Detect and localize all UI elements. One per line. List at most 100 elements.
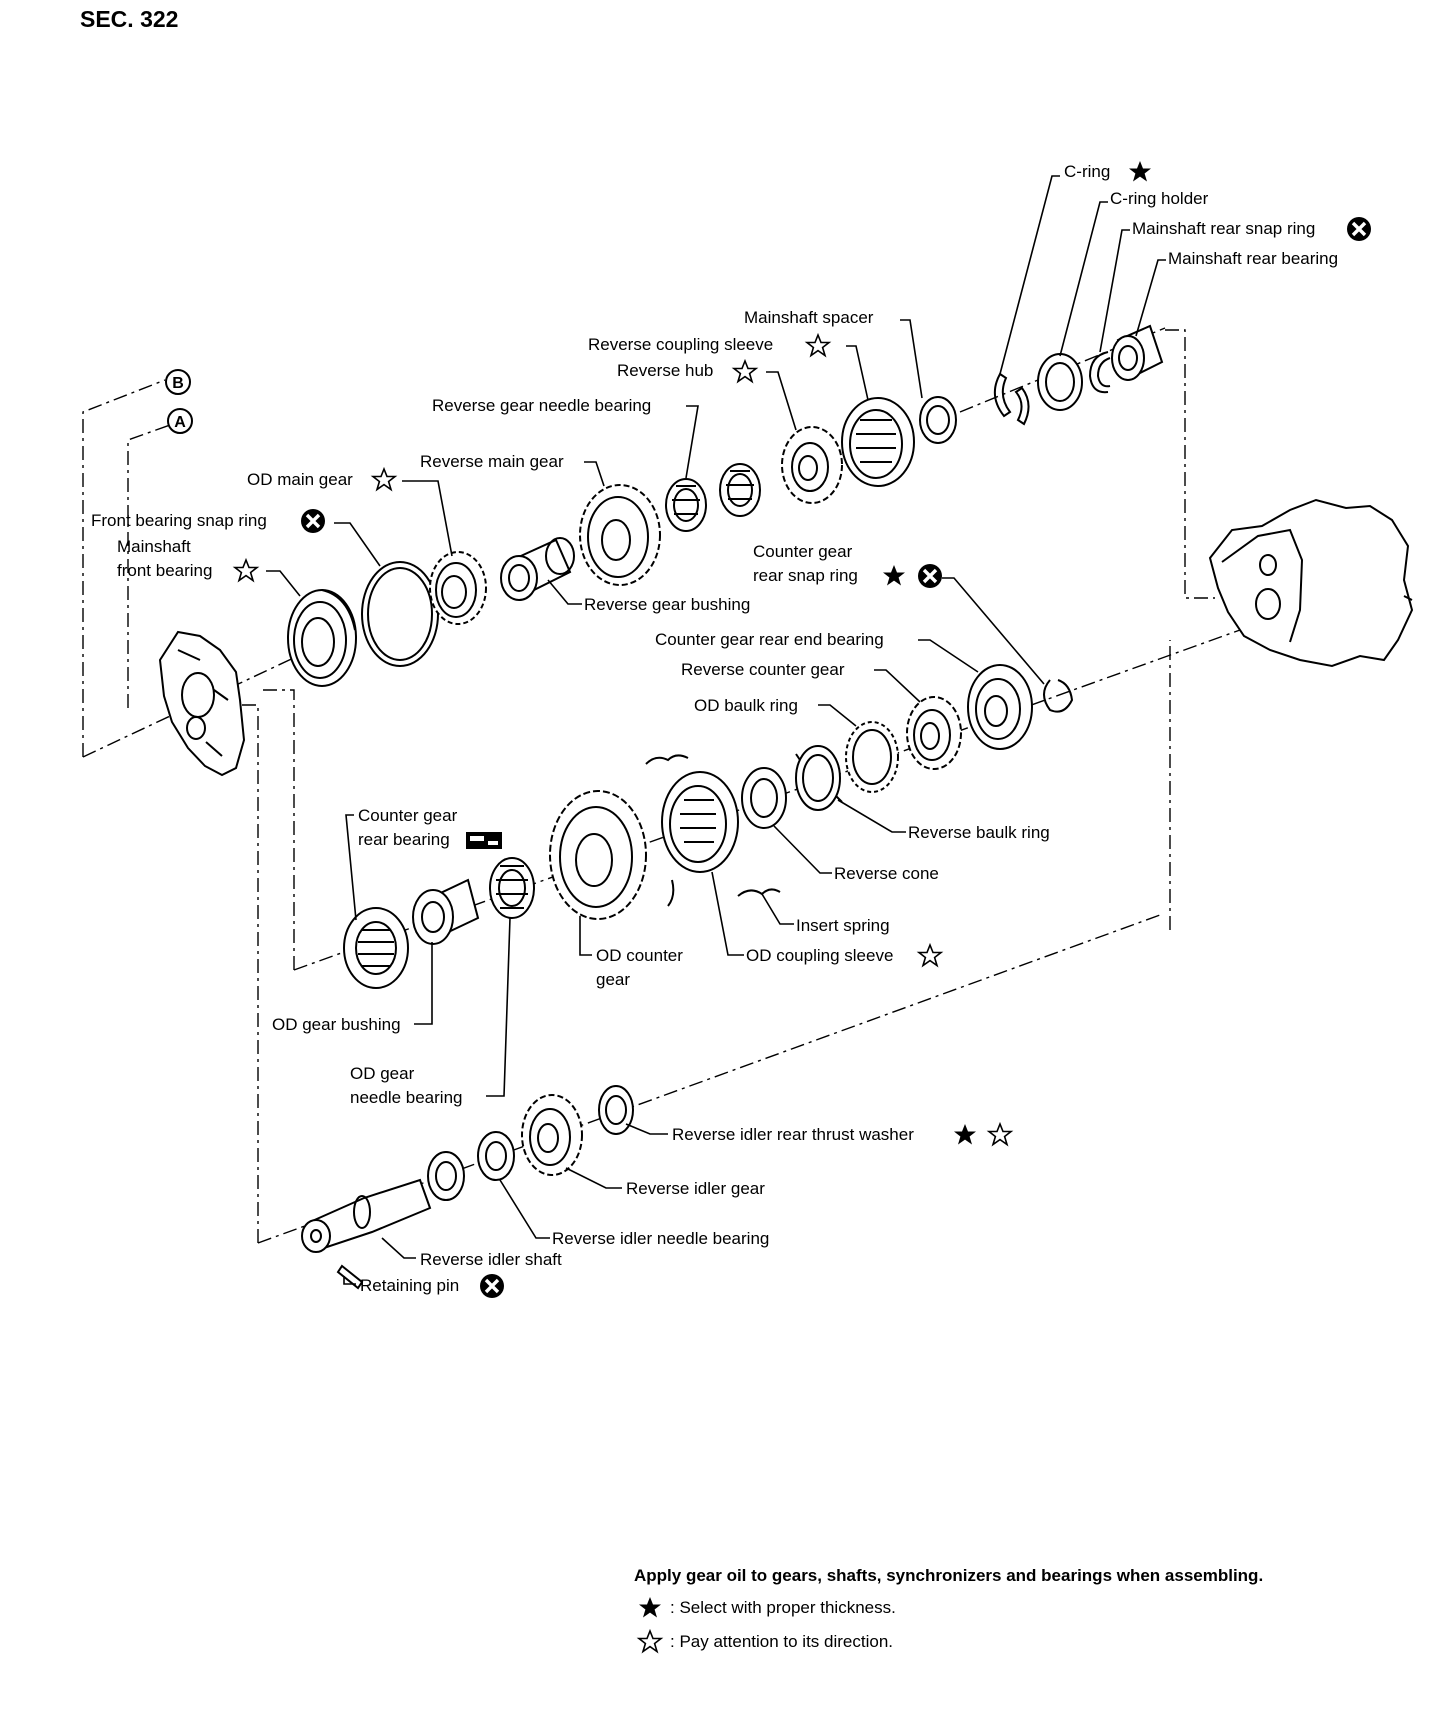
leader-retaining-pin: [343, 1276, 356, 1285]
label-od-coupling-sleeve: OD coupling sleeve: [746, 946, 894, 965]
counter-gear-rear-bearing: [343, 907, 409, 989]
leader-counter-snap: [942, 577, 1045, 685]
reverse-idler-needle-bearings: [427, 1131, 515, 1201]
label-reverse-idler-needle-bearing: Reverse idler needle bearing: [552, 1229, 770, 1248]
label-mainshaft-rear-bearing: Mainshaft rear bearing: [1168, 249, 1339, 268]
label-reverse-main-gear: Reverse main gear: [420, 452, 564, 471]
leader-c-ring: [999, 175, 1060, 375]
leader-idler-gear: [565, 1167, 622, 1189]
label-reverse-coupling-sleeve: Reverse coupling sleeve: [588, 335, 774, 354]
leader-idler-needle: [499, 1179, 550, 1239]
mainshaft-rear-snap-ring: [1088, 351, 1111, 394]
label-counter-gear-rear-snap-ring-1: Counter gear: [753, 542, 853, 561]
label-insert-spring: Insert spring: [796, 916, 890, 935]
leader-c-ring-holder: [1059, 201, 1108, 357]
label-counter-gear-rear-bearing-2: rear bearing: [358, 830, 450, 849]
section-number: SEC. 322: [80, 6, 179, 32]
reverse-cone: [741, 767, 787, 829]
reverse-counter-gear: [906, 696, 962, 770]
housing-axis-1: [1165, 329, 1215, 599]
label-counter-gear-rear-bearing-1: Counter gear: [358, 806, 458, 825]
c-ring-holder: [1037, 353, 1083, 411]
od-coupling-sleeve: [661, 771, 739, 873]
circle-ref-b-text: B: [172, 375, 184, 392]
circle-ref-a-text: A: [174, 414, 186, 431]
mainshaft-rear-bearing: [1111, 324, 1164, 381]
counter-gear-rear-end-bearing: [967, 664, 1033, 750]
label-reverse-counter-gear: Reverse counter gear: [681, 660, 845, 679]
label-od-gear-needle-bearing-2: needle bearing: [350, 1088, 463, 1107]
leader-od-bushing: [414, 942, 433, 1025]
label-reverse-idler-rear-thrust-washer: Reverse idler rear thrust washer: [672, 1125, 914, 1144]
reverse-idler-gear: [521, 1094, 583, 1176]
leader-od-baulk: [818, 704, 857, 727]
note-gear-oil: Apply gear oil to gears, shafts, synchro…: [634, 1566, 1264, 1585]
leader-front-bearing: [266, 570, 301, 597]
leader-snap-ring: [1099, 229, 1130, 353]
label-reverse-baulk-ring: Reverse baulk ring: [908, 823, 1050, 842]
leader-rev-counter: [874, 669, 921, 703]
od-gear-bushing: [412, 878, 480, 945]
label-od-gear-bushing: OD gear bushing: [272, 1015, 401, 1034]
leader-sleeve: [846, 345, 869, 401]
mainshaft-front-bearing: [287, 589, 357, 687]
label-mainshaft-rear-snap-ring: Mainshaft rear snap ring: [1132, 219, 1316, 238]
od-baulk-ring: [845, 721, 899, 793]
label-c-ring-holder: C-ring holder: [1110, 189, 1209, 208]
idler-axis: [257, 914, 1161, 1244]
label-reverse-idler-shaft: Reverse idler shaft: [420, 1250, 562, 1269]
label-c-ring: C-ring: [1064, 162, 1111, 181]
reverse-idler-shaft: [301, 1178, 432, 1253]
reverse-hub: [781, 426, 843, 504]
od-gear-needle-bearing: [489, 857, 535, 919]
reverse-main-gear: [579, 484, 661, 586]
c-ring-parts: [993, 372, 1030, 426]
leader-lines: [266, 175, 1166, 1285]
leader-bushing: [547, 579, 582, 605]
label-mainshaft: Mainshaft: [117, 537, 191, 556]
label-front-bearing-snap-ring: Front bearing snap ring: [91, 511, 267, 530]
reverse-gear-bushing: [500, 537, 575, 601]
note-filled-star: : Select with proper thickness.: [670, 1598, 896, 1617]
circle-ref-a: A: [167, 408, 193, 434]
label-reverse-cone: Reverse cone: [834, 864, 939, 883]
label-reverse-gear-bushing: Reverse gear bushing: [584, 595, 751, 614]
leader-a: [127, 424, 171, 708]
note-open-star: : Pay attention to its direction.: [670, 1632, 894, 1651]
leader-rev-baulk: [837, 799, 906, 833]
label-od-gear-needle-bearing-1: OD gear: [350, 1064, 415, 1083]
label-reverse-hub: Reverse hub: [617, 361, 714, 380]
leader-spacer: [900, 319, 923, 399]
leader-od-main: [402, 480, 453, 557]
front-adapter-plate: [158, 630, 246, 777]
leader-insert-spring: [761, 893, 794, 925]
leader-od-sleeve: [711, 871, 744, 956]
reverse-idler-rear-thrust-washer: [598, 1085, 634, 1135]
leader-rev-cone: [773, 825, 832, 874]
label-mainshaft-spacer: Mainshaft spacer: [744, 308, 874, 327]
leader-needle: [685, 405, 699, 479]
label-od-counter-gear-2: gear: [596, 970, 631, 989]
label-od-main-gear: OD main gear: [247, 470, 353, 489]
label-reverse-gear-needle-bearing: Reverse gear needle bearing: [432, 396, 652, 415]
circle-ref-b: B: [165, 369, 191, 395]
label-reverse-idler-gear: Reverse idler gear: [626, 1179, 765, 1198]
label-front-bearing: front bearing: [117, 561, 213, 580]
od-main-gear: [429, 551, 487, 625]
leader-thrust-washer: [625, 1123, 668, 1135]
leader-counter-rear-bearing: [345, 814, 357, 921]
axis-lines: [82, 327, 1241, 1244]
counter-gear-rear-snap-ring: [1043, 679, 1074, 713]
front-bearing-snap-ring: [361, 561, 439, 667]
mainshaft-spacer: [919, 396, 957, 444]
leader-hub: [766, 371, 797, 431]
leader-rear-end-bearing: [918, 639, 979, 673]
label-od-counter-gear-1: OD counter: [596, 946, 683, 965]
leader-od-counter: [579, 916, 592, 956]
label-counter-gear-rear-snap-ring-2: rear snap ring: [753, 566, 858, 585]
label-od-baulk-ring: OD baulk ring: [694, 696, 798, 715]
label-retaining-pin: Retaining pin: [360, 1276, 460, 1295]
leader-rear-bearing: [1135, 259, 1166, 337]
